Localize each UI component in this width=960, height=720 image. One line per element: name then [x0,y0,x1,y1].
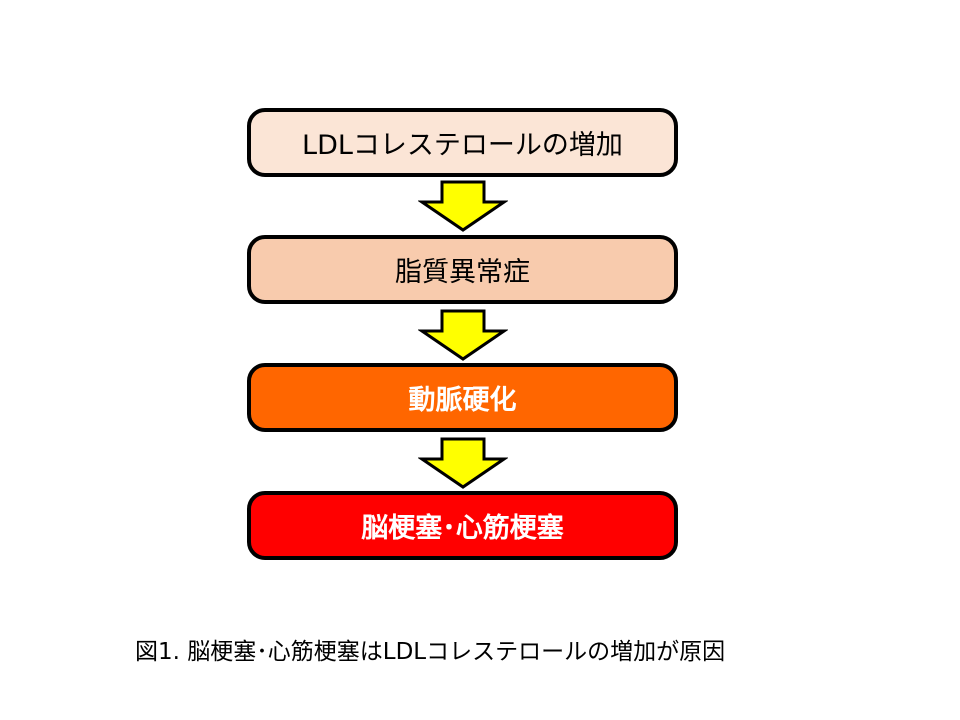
step-dyslipidemia: 脂質異常症 [247,235,678,304]
step-label: 動脈硬化 [408,385,517,416]
down-arrow-icon [418,309,508,361]
step-stroke-infarction: 脳梗塞･心筋梗塞 [247,491,678,560]
step-label: 脳梗塞･心筋梗塞 [361,513,564,544]
down-arrow-icon [418,180,508,232]
step-label: 脂質異常症 [395,257,530,288]
down-arrow-icon [418,437,508,489]
step-label: LDLコレステロールの増加 [302,130,623,161]
step-ldl-increase: LDLコレステロールの増加 [247,108,678,177]
figure-caption: 図1. 脳梗塞･心筋梗塞はLDLコレステロールの増加が原因 [135,639,726,665]
step-arteriosclerosis: 動脈硬化 [247,363,678,432]
